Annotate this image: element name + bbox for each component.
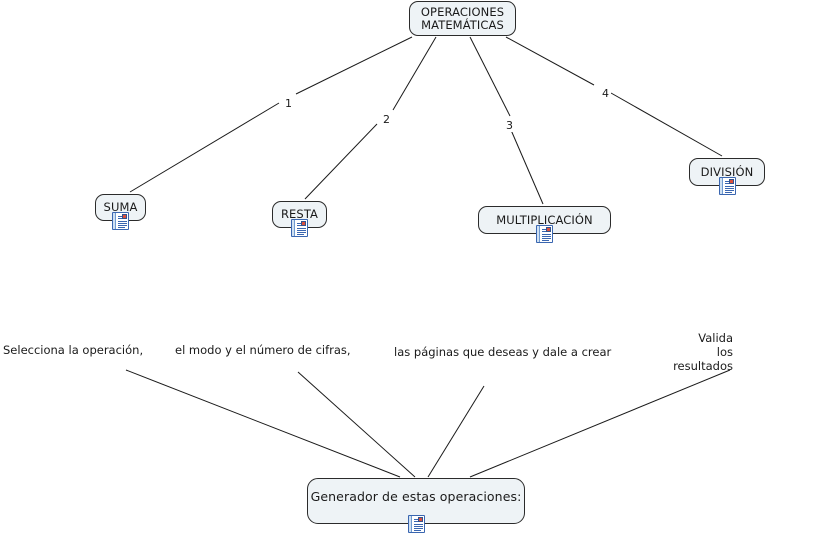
note-icon-line [724,181,729,182]
note-icon-spine [113,213,116,229]
note-icon-line [413,519,418,520]
note-icon[interactable] [112,212,129,230]
note-icon-line [118,221,127,222]
note-icon-line [118,225,127,226]
note-icon-line [724,190,734,191]
edge-line-gen-to-texto1 [125,369,401,478]
note-icon-spine [719,178,723,194]
edge-line-root-to-suma-upper [295,36,413,95]
edge-line-gen-to-texto4 [469,369,731,478]
node-mult[interactable]: MULTIPLICACIÓN [478,206,611,234]
note-icon-line [297,228,306,229]
note-icon[interactable] [407,515,425,533]
note-icon-line [724,183,729,184]
note-icon[interactable] [291,219,308,237]
note-icon-line [724,186,734,187]
note-icon-spine [408,516,412,532]
annotation-texto4: Valida los resultados [673,331,733,373]
edge-line-root-to-resta-lower [304,123,378,200]
note-icon-line [297,223,301,224]
annotation-texto3: las páginas que deseas y dale a crear [394,345,612,359]
annotation-texto2: el modo y el número de cifras, [175,343,351,357]
node-root[interactable]: OPERACIONES MATEMÁTICAS [409,1,516,36]
edge-line-gen-to-texto3 [427,385,485,478]
note-icon-line [542,238,551,239]
edge-line-root-to-resta-upper [392,36,437,111]
note-icon-line [413,524,423,525]
note-icon-line [542,234,551,235]
note-icon-line [413,528,423,529]
note-icon-line [542,231,546,232]
note-icon[interactable] [718,177,736,195]
node-mult-label: MULTIPLICACIÓN [496,212,593,227]
note-icon-line [413,530,421,531]
note-icon-line [542,236,551,237]
note-icon-thumbnail [728,179,734,184]
edge-line-root-to-divi-upper [505,36,595,86]
node-gen-label: Generador de estas operaciones: [310,489,522,504]
annotation-texto1: Selecciona la operación, [3,343,144,357]
edge-line-gen-to-texto2 [297,371,416,478]
note-icon-line [118,223,127,224]
note-icon-line [542,240,549,241]
note-icon-line [297,225,301,226]
note-icon-line [297,234,304,235]
node-resta-label: RESTA [280,207,319,221]
edge-line-root-to-suma-lower [129,102,280,193]
edge-label-root-mult: 3 [504,119,515,132]
note-icon-thumbnail [122,214,127,219]
node-divi-label: DIVISIÓN [700,164,754,179]
edge-label-root-resta: 2 [381,113,392,126]
note-icon-line [413,526,423,527]
note-icon-thumbnail [546,227,551,232]
node-root-label: OPERACIONES MATEMÁTICAS [420,4,505,32]
note-icon-line [724,192,732,193]
edge-label-root-suma: 1 [283,97,294,110]
note-icon-line [118,227,125,228]
note-icon-line [118,216,122,217]
note-icon-spine [537,226,540,242]
note-icon-spine [292,220,295,236]
edge-line-root-to-mult-upper [469,36,511,117]
edge-line-root-to-mult-lower [510,129,544,205]
note-icon-line [413,521,418,522]
note-icon-thumbnail [417,517,423,522]
edge-line-root-to-divi-lower [610,92,723,157]
note-icon-line [297,232,306,233]
node-suma[interactable]: SUMA [95,194,146,221]
note-icon-thumbnail [301,221,306,226]
node-suma-label: SUMA [103,200,138,214]
note-icon-line [724,188,734,189]
note-icon-line [297,230,306,231]
edge-label-root-divi: 4 [600,87,611,100]
note-icon-line [542,229,546,230]
note-icon-line [118,218,122,219]
note-icon[interactable] [536,225,553,243]
